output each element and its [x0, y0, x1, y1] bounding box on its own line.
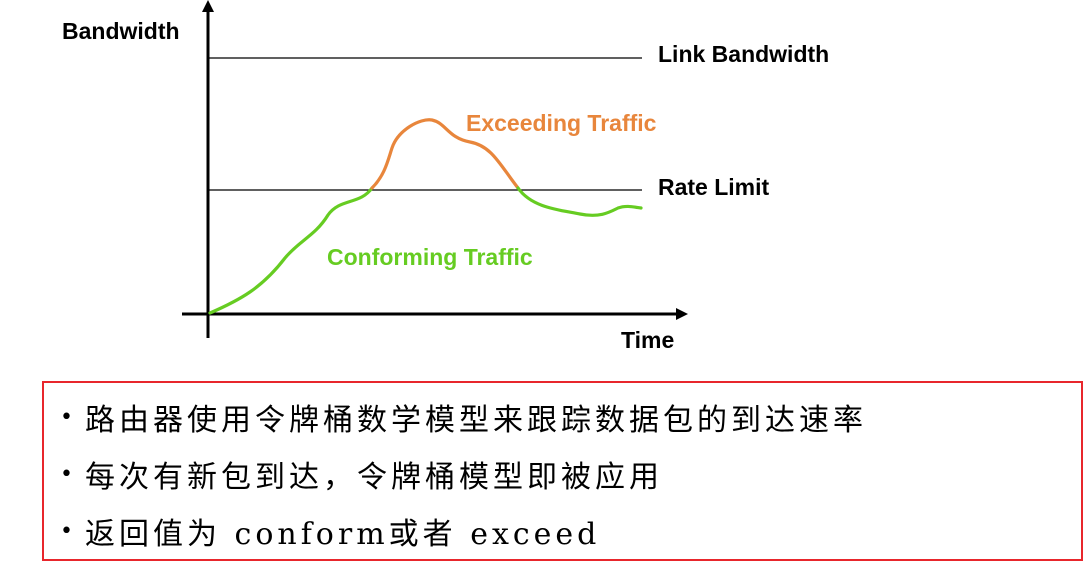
note-item: • 返回值为 conform或者 exceed [60, 511, 601, 552]
conforming-traffic-tail [516, 186, 643, 217]
rate-limit-label: Rate Limit [658, 174, 770, 200]
note-text: 路由器使用令牌桶数学模型来跟踪数据包的到达速率 [84, 403, 867, 438]
bullet-icon: • [60, 404, 73, 430]
exceeding-traffic-label: Exceeding Traffic [466, 110, 657, 136]
note-item: • 每次有新包到达，令牌桶模型即被应用 [60, 454, 663, 495]
note-text: 返回值为 conform或者 exceed [84, 517, 601, 552]
y-axis-label: Bandwidth [62, 18, 180, 44]
x-axis-label: Time [621, 327, 674, 353]
link-bandwidth-label: Link Bandwidth [658, 41, 829, 67]
conforming-traffic-curve [208, 186, 374, 315]
bullet-icon: • [60, 461, 73, 487]
bullet-icon: • [60, 518, 73, 544]
note-item: • 路由器使用令牌桶数学模型来跟踪数据包的到达速率 [60, 397, 867, 438]
y-axis-arrow [202, 0, 214, 12]
notes-box: • 路由器使用令牌桶数学模型来跟踪数据包的到达速率 • 每次有新包到达，令牌桶模… [42, 381, 1083, 561]
exceeding-traffic-curve [370, 118, 520, 190]
x-axis-arrow [676, 308, 688, 320]
conforming-traffic-label: Conforming Traffic [327, 244, 533, 270]
traffic-policing-diagram: Bandwidth Time Link Bandwidth Rate Limit… [62, 0, 829, 353]
note-text: 每次有新包到达，令牌桶模型即被应用 [84, 460, 663, 495]
